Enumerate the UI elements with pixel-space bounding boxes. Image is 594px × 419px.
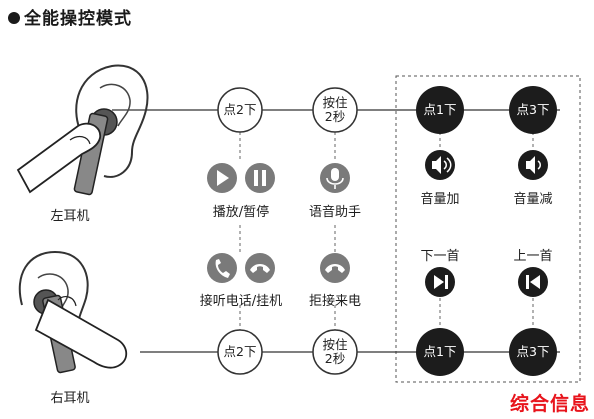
press3-bottom-label: 点3下	[516, 344, 550, 359]
hold-bottom-label-line1: 按住	[322, 337, 348, 352]
title-bullet	[8, 12, 20, 24]
right-earbud-illustration	[18, 250, 128, 374]
phone-reject-icon	[320, 253, 350, 283]
press2-bottom-label: 点2下	[223, 344, 257, 359]
volume-up-icon	[425, 150, 455, 180]
hold-top-label-line1: 按住	[322, 95, 348, 110]
hold-top-node	[312, 87, 358, 133]
press3-top-label: 点3下	[516, 102, 550, 117]
next-track-icon	[425, 267, 455, 297]
single-tap-group-box	[395, 75, 581, 383]
microphone-icon	[320, 163, 350, 193]
left-earbud-illustration	[16, 64, 149, 196]
answer-hangup-label: 接听电话/挂机	[199, 294, 283, 309]
press1-top-node	[416, 86, 464, 134]
press1-bottom-label: 点1下	[423, 344, 457, 359]
phone-answer-icon	[207, 253, 237, 283]
right-ear-label: 右耳机	[50, 391, 90, 406]
hold-bottom-label: 按住 2秒	[322, 338, 347, 366]
previous-track-icon	[518, 267, 548, 297]
press3-bottom-node	[509, 328, 557, 376]
volume-down-label: 音量减	[513, 192, 553, 207]
title-text: 全能操控模式	[24, 9, 132, 29]
press2-bottom-node	[217, 329, 263, 375]
next-track-label: 下一首	[420, 249, 460, 264]
hold-top-label: 按住 2秒	[322, 96, 347, 124]
hold-bottom-label-line2: 2秒	[324, 351, 346, 366]
reject-call-label: 拒接来电	[308, 294, 362, 309]
pause-icon	[245, 163, 275, 193]
watermark-text: 综合信息	[509, 393, 590, 415]
press2-top-label: 点2下	[223, 102, 257, 117]
press2-top-node	[217, 87, 263, 133]
prev-track-label: 上一首	[513, 249, 553, 264]
phone-hangup-icon	[245, 253, 275, 283]
press3-top-node	[509, 86, 557, 134]
press1-top-label: 点1下	[423, 102, 457, 117]
press1-bottom-node	[416, 328, 464, 376]
hold-bottom-node	[312, 329, 358, 375]
page-title: 全能操控模式	[8, 4, 132, 29]
volume-down-icon	[518, 150, 548, 180]
play-pause-label: 播放/暂停	[212, 205, 270, 220]
hold-top-label-line2: 2秒	[324, 109, 346, 124]
voice-assistant-label: 语音助手	[308, 205, 362, 220]
play-icon	[207, 163, 237, 193]
volume-up-label: 音量加	[420, 192, 460, 207]
left-ear-label: 左耳机	[50, 209, 90, 224]
